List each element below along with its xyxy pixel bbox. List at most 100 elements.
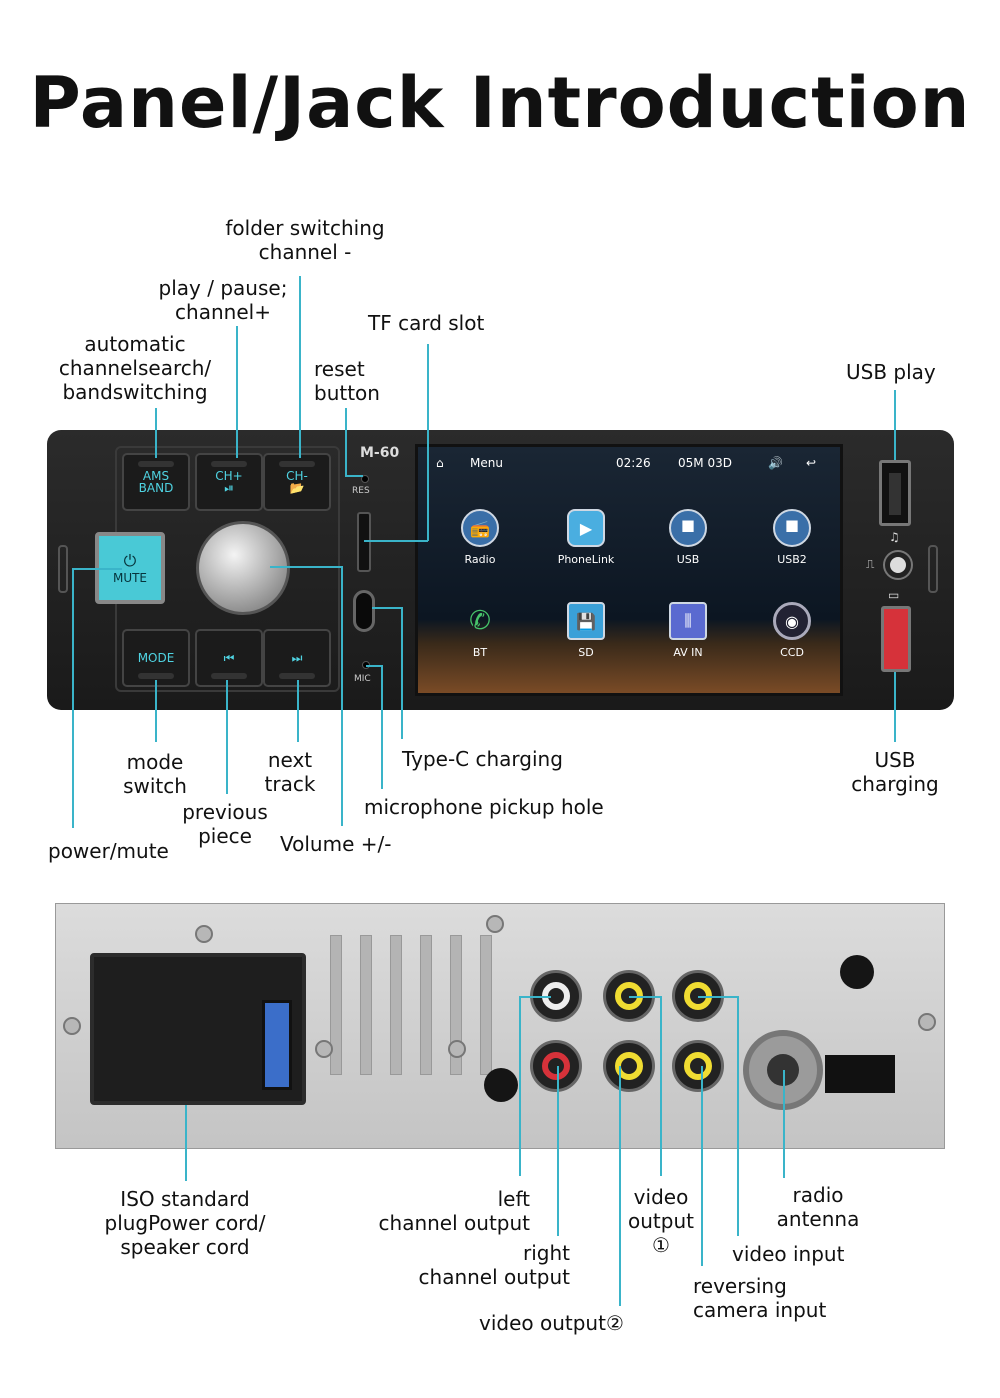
leader-mic-h — [366, 665, 382, 667]
usb2-icon: ⯀ — [773, 509, 811, 547]
clock: 02:26 — [616, 456, 651, 470]
app-label: CCD — [780, 646, 804, 659]
screw-icon — [486, 915, 504, 933]
app-label: BT — [472, 646, 488, 659]
music-note-icon: ♫ — [889, 530, 900, 544]
next-icon: ⏭ — [291, 651, 303, 665]
ch-plus-button[interactable]: CH+ ⏯ — [195, 453, 263, 511]
app-label: SD — [578, 646, 594, 659]
leader-ams — [155, 408, 157, 458]
screw-icon — [195, 925, 213, 943]
mode-label: MODE — [137, 651, 175, 665]
aux-jack[interactable] — [885, 552, 911, 578]
ch-minus-button[interactable]: CH- 📂 — [263, 453, 331, 511]
camera-icon: ◉ — [773, 602, 811, 640]
leader-mode — [155, 680, 157, 742]
label-previous: previous piece — [182, 800, 268, 848]
volume-icon[interactable]: 🔊 — [768, 456, 783, 470]
back-hole — [484, 1068, 518, 1102]
label-folder-switching: folder switching channel - — [225, 216, 385, 264]
leader-vin-h — [698, 996, 738, 998]
screw-icon — [918, 1013, 936, 1031]
back-hole — [840, 955, 874, 989]
heatsink-rib — [480, 935, 492, 1075]
next-button[interactable]: ⏭ — [263, 629, 331, 687]
leader-next — [297, 680, 299, 742]
leader-previous — [226, 680, 228, 794]
app-label: PhoneLink — [557, 553, 615, 566]
previous-icon: ⏮ — [223, 651, 235, 665]
label-tf-card: TF card slot — [368, 311, 485, 335]
res-label: RES — [352, 486, 370, 496]
usb-play-port[interactable] — [879, 460, 911, 526]
app-ccd[interactable]: ◉ CCD — [752, 602, 832, 659]
label-video-out1: video output ① — [628, 1185, 694, 1257]
app-radio[interactable]: 📻Radio — [440, 509, 520, 566]
app-label: USB2 — [777, 553, 807, 566]
app-phonelink[interactable]: ▶ PhoneLink — [546, 509, 626, 566]
label-right-out: right channel output — [418, 1241, 570, 1289]
phonelink-icon: ▶ — [567, 509, 605, 547]
label-radio-antenna: radio antenna — [776, 1183, 860, 1231]
label-type-c: Type-C charging — [402, 747, 563, 771]
label-iso: ISO standard plugPower cord/ speaker cor… — [104, 1187, 266, 1259]
label-usb-charging: USB charging — [851, 748, 939, 796]
previous-button[interactable]: ⏮ — [195, 629, 263, 687]
app-label: USB — [676, 553, 700, 566]
power-icon: ⏻ — [123, 551, 137, 570]
leader-left-h — [519, 996, 551, 998]
label-mic-hole: microphone pickup hole — [364, 795, 604, 819]
leader-right — [557, 1066, 559, 1236]
right-trim-slot — [928, 545, 938, 593]
back-icon[interactable]: ↩ — [806, 456, 817, 470]
leader-vo2 — [619, 1066, 621, 1306]
video-out2-jack[interactable] — [603, 1040, 655, 1092]
app-bt[interactable]: ✆BT — [440, 602, 520, 659]
app-sd[interactable]: 💾 SD — [546, 602, 626, 659]
label-next-track: next track — [264, 748, 316, 796]
screw-icon — [315, 1040, 333, 1058]
ams-band-button[interactable]: AMS BAND — [122, 453, 190, 511]
menu-label[interactable]: Menu — [470, 456, 503, 470]
app-label: Radio — [464, 553, 496, 566]
mute-label: MUTE — [112, 571, 148, 585]
screw-icon — [63, 1017, 81, 1035]
home-icon[interactable]: ⌂ — [436, 456, 444, 470]
mode-button[interactable]: MODE — [122, 629, 190, 687]
leader-vo1-v — [660, 996, 662, 1176]
ch-plus-label: CH+ ⏯ — [215, 469, 243, 495]
volume-knob[interactable] — [196, 521, 290, 615]
app-usb[interactable]: ⯀USB — [648, 509, 728, 566]
camera-in-jack[interactable] — [672, 1040, 724, 1092]
ams-band-label: AMS BAND — [138, 469, 174, 495]
label-reset: reset button — [314, 357, 380, 405]
leader-usb-charging — [894, 672, 896, 742]
leader-typec-h — [372, 607, 402, 609]
tf-card-slot[interactable] — [357, 512, 371, 572]
leader-mic-v — [381, 665, 383, 789]
app-av-in[interactable]: ⫼AV IN — [648, 602, 728, 659]
sd-icon: 💾 — [567, 602, 605, 640]
aux-icon: ⎍ — [866, 557, 875, 571]
leader-left-v — [519, 996, 521, 1176]
page-title: Panel/Jack Introduction — [29, 62, 971, 144]
status-bar: ⌂ Menu 02:26 05M 03D 🔊 ↩ — [418, 447, 840, 477]
usb-charging-port[interactable] — [881, 606, 911, 672]
label-mode-switch: mode switch — [123, 750, 187, 798]
leader-vo1-h — [629, 996, 661, 998]
leader-camera — [701, 1066, 703, 1266]
av-in-icon: ⫼ — [669, 602, 707, 640]
label-play-pause: play / pause; channel+ — [158, 276, 288, 324]
leader-folder — [299, 276, 301, 458]
heatsink-rib — [420, 935, 432, 1075]
label-automatic: automatic channelsearch/ bandswitching — [58, 332, 212, 404]
date: 05M 03D — [678, 456, 732, 470]
label-usb-play: USB play — [846, 360, 936, 384]
right-out-jack[interactable] — [530, 1040, 582, 1092]
leader-tf-h — [364, 540, 428, 542]
type-c-port[interactable] — [353, 590, 375, 632]
back-vent — [825, 1055, 895, 1093]
reset-hole[interactable] — [361, 475, 369, 483]
app-usb2[interactable]: ⯀ USB2 — [752, 509, 832, 566]
